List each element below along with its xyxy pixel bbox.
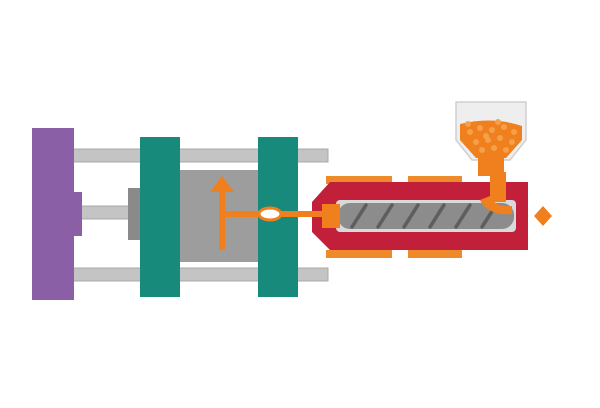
clamp-platen-boss [74,192,82,236]
melt-front [322,204,340,228]
ejection-arrow-head [210,176,234,192]
pellet [511,129,517,135]
pellet [467,129,473,135]
screw-flight [428,203,446,229]
mold-gate [257,206,283,222]
pellet [503,147,509,153]
screw [338,203,514,229]
screw-flight [402,203,420,229]
ejection-arrow [210,176,234,250]
screw-flight [376,203,394,229]
pellet [495,119,501,125]
moving-platen [140,137,180,297]
drive-marker [534,206,552,226]
pellet [465,121,471,127]
ejection-arrow-shaft [219,190,225,250]
screw-flight [350,203,368,229]
pellet [489,127,495,133]
melt-sprue-curve [480,196,512,215]
hopper-throat [478,158,504,176]
pellet [477,125,483,131]
clamp-platen-body [32,128,74,300]
pellet [491,145,497,151]
pellet [497,135,503,141]
heater-band-bottom-1 [326,250,392,258]
pellet [509,139,515,145]
heater-bands [326,176,462,258]
clamp-platen [32,128,82,300]
melt-sprue [490,172,506,202]
hopper [455,101,527,176]
heater-band-top-1 [326,176,392,184]
pellets [465,119,517,153]
pellet [473,139,479,145]
pellet [501,124,507,130]
heater-band-bottom-2 [408,250,462,258]
pellet [479,147,485,153]
screw-flight [454,203,472,229]
heater-band-top-2 [408,176,462,184]
pellet [483,133,489,139]
